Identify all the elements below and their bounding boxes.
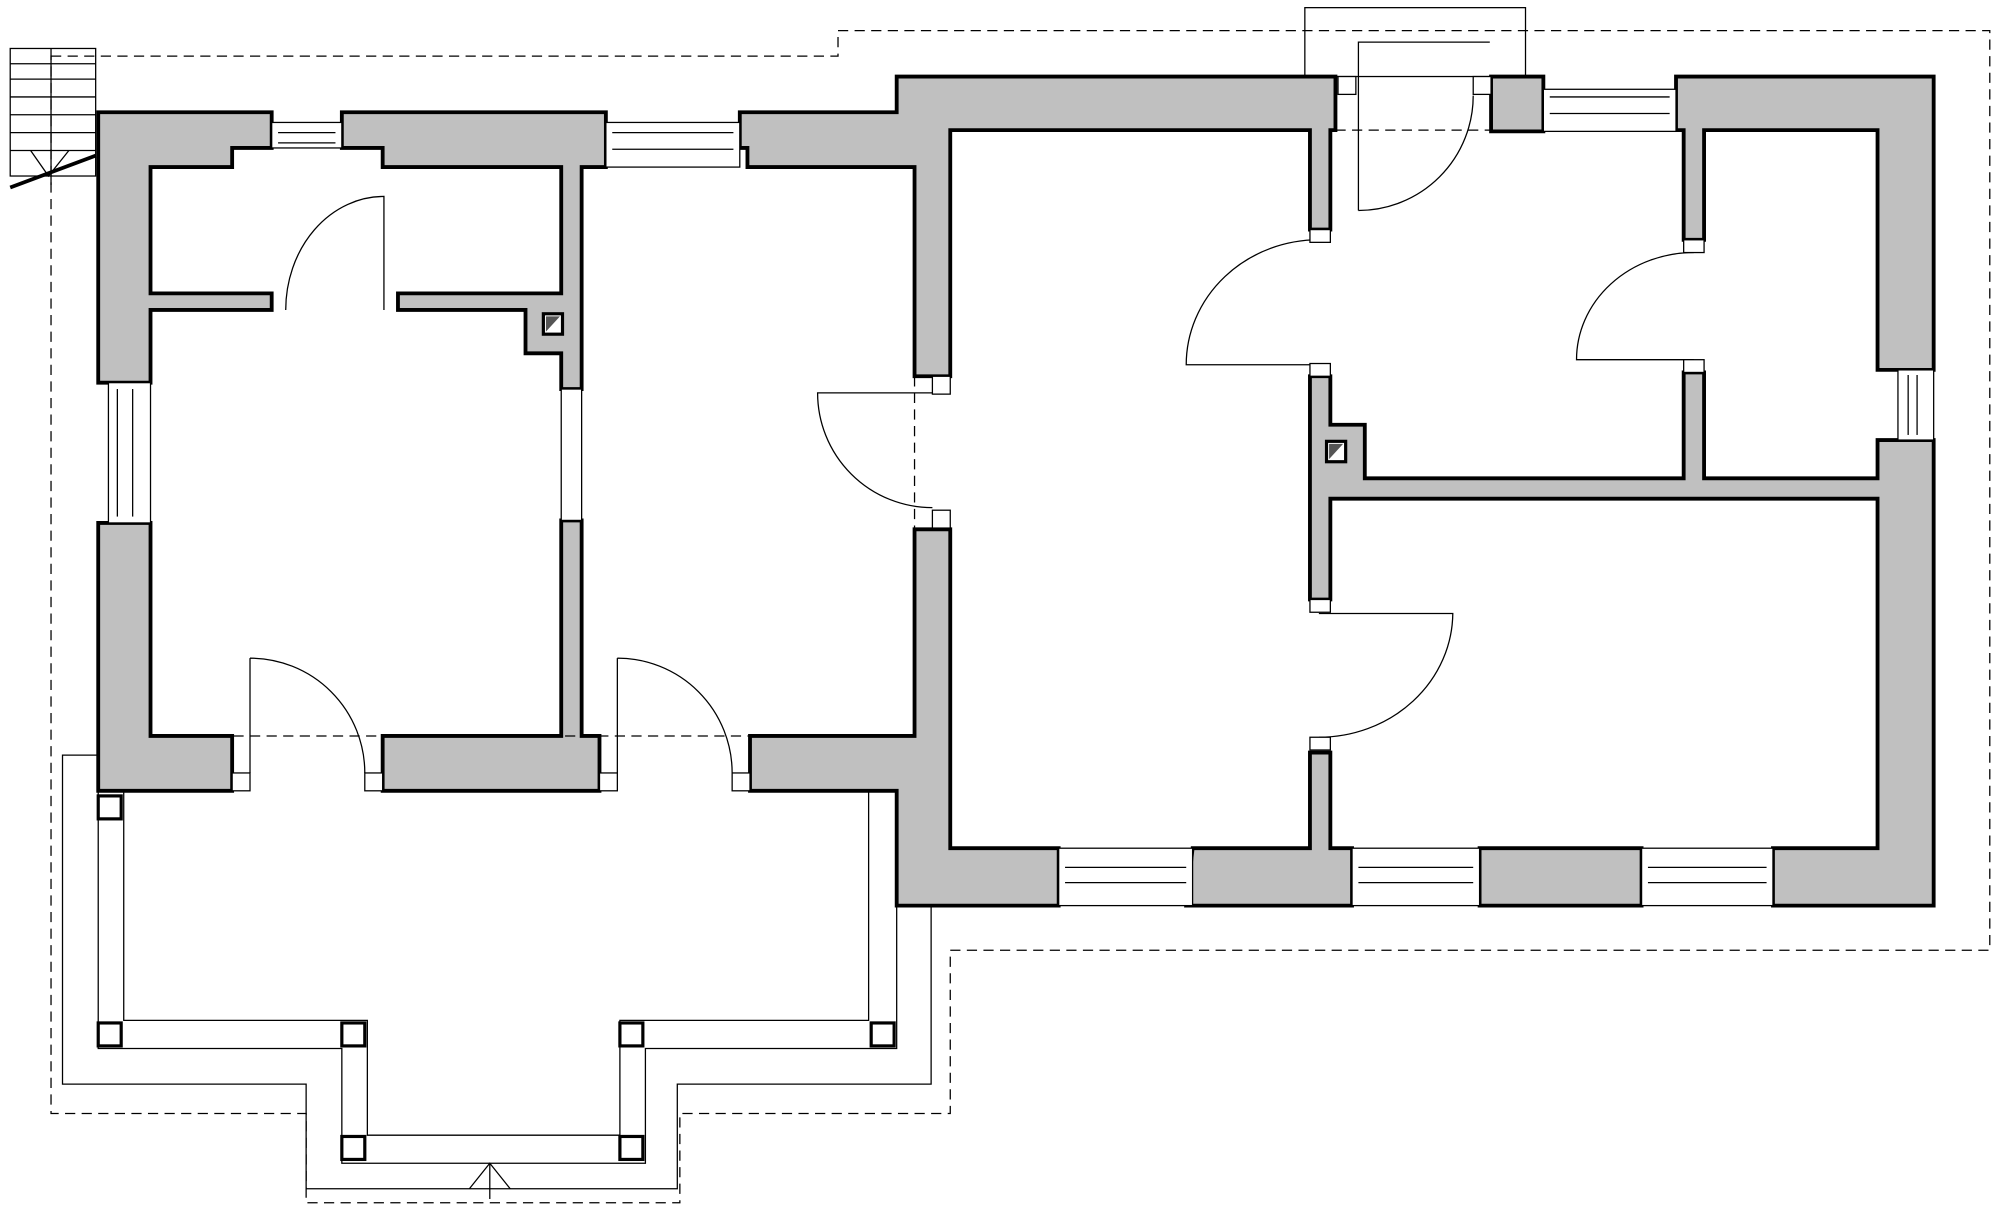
windows [107, 88, 1935, 907]
chimneys [541, 312, 1348, 464]
walls [96, 74, 1936, 908]
porch [61, 754, 932, 1199]
doors [150, 7, 1705, 792]
stairs [9, 47, 97, 190]
